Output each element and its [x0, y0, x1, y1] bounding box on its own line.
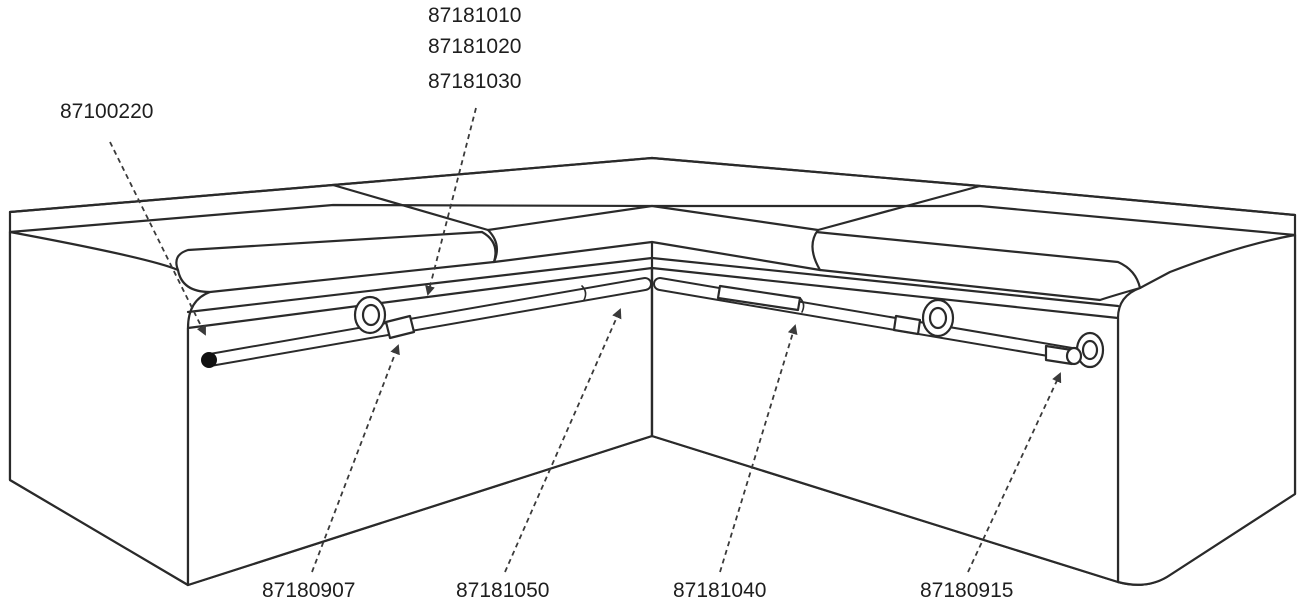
label-top-a: 87181010 [428, 4, 521, 27]
cushion-divider-right [816, 184, 982, 232]
back-roll-center [486, 204, 822, 272]
label-bottom-3: 87181040 [673, 579, 766, 602]
connector-sleeve-left [384, 314, 416, 340]
connector-sleeve-right-long [716, 284, 802, 312]
rail-joint-left [581, 285, 587, 301]
rail-assembly [201, 277, 1105, 369]
leader-lines [109, 107, 1062, 573]
wall-bracket-left [353, 295, 387, 335]
seat-top-outline [8, 156, 1297, 217]
back-roll-left [175, 230, 497, 294]
label-left: 87100220 [60, 100, 153, 123]
label-bottom-1: 87180907 [262, 579, 355, 602]
rail-end-fitting-right [1044, 331, 1105, 369]
corner-sofa [8, 156, 1297, 587]
label-top-c: 87181030 [428, 70, 521, 93]
wall-bracket-right [921, 298, 955, 338]
leader-bottom-3 [719, 324, 798, 573]
right-armrest [1116, 233, 1297, 586]
leader-bottom-4 [967, 372, 1062, 573]
label-top-b: 87181020 [428, 35, 521, 58]
leader-bottom-2 [504, 308, 622, 573]
connector-sleeve-right [892, 314, 922, 336]
seat-face-right [650, 266, 1120, 584]
label-bottom-4: 87180915 [920, 579, 1013, 602]
rail-end-cap-left [201, 352, 217, 368]
label-bottom-2: 87181050 [456, 579, 549, 602]
left-armrest [8, 230, 212, 587]
rail-tube-left-fill [205, 279, 650, 365]
rail-joint-right [799, 297, 805, 313]
leader-bottom-1 [311, 344, 400, 573]
cushion-divider-left [331, 183, 490, 232]
part-labels: 87181010 87181020 87181030 87100220 8718… [60, 4, 1013, 602]
